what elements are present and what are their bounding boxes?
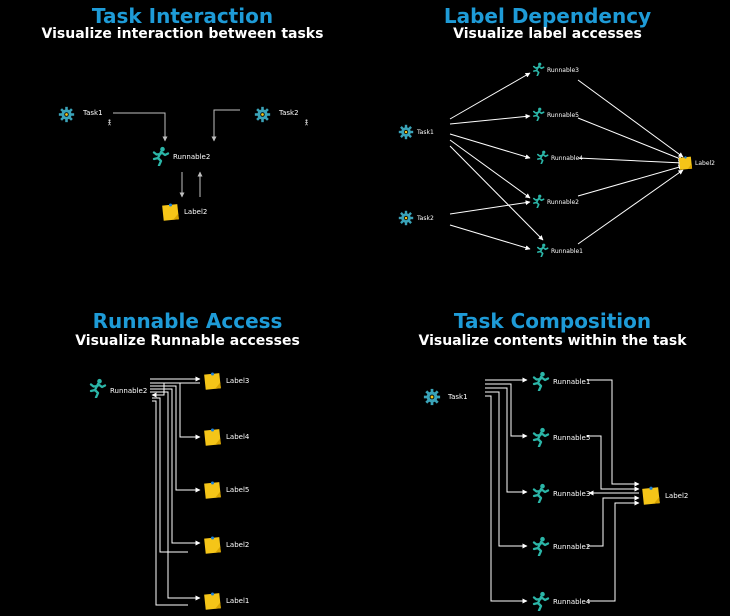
running-person-icon[interactable]	[532, 107, 545, 121]
edge-runnable1-label2	[587, 379, 640, 487]
node-label5[interactable]: Label5	[226, 486, 249, 494]
sticky-note-icon[interactable]	[204, 536, 221, 554]
node-runnable3[interactable]: Runnable3	[553, 490, 590, 498]
edge-runnable3-label2	[577, 79, 684, 158]
sticky-note-icon[interactable]	[678, 156, 693, 170]
task-interaction-diagram: Task1 Task2 Runnable2 Label2	[58, 106, 309, 221]
edge-task1-runnable2	[449, 139, 531, 199]
edge-runnable4-label2	[577, 157, 684, 166]
edge-task1-runnable3	[485, 387, 528, 495]
running-person-icon[interactable]	[536, 150, 549, 164]
small-person-icon	[107, 119, 112, 126]
panel-title: Task Interaction	[91, 4, 274, 28]
node-runnable1[interactable]: Runnable1	[553, 378, 590, 386]
node-runnable5[interactable]: Runnable5	[553, 434, 590, 442]
running-person-icon[interactable]	[532, 591, 550, 611]
panel-title: Runnable Access	[92, 309, 283, 333]
gear-icon[interactable]	[58, 106, 75, 123]
edge-task1-runnable2	[485, 391, 528, 549]
node-label2[interactable]: Label2	[226, 541, 249, 549]
running-person-icon[interactable]	[152, 146, 170, 166]
panel-subtitle: Visualize contents within the task	[418, 333, 687, 349]
edge-task1-runnable5	[485, 383, 528, 439]
gear-icon[interactable]	[398, 124, 414, 140]
node-task1[interactable]: Task1	[416, 129, 434, 136]
node-label4[interactable]: Label4	[226, 433, 250, 441]
node-label2[interactable]: Label2	[695, 160, 715, 167]
node-runnable3[interactable]: Runnable3	[547, 67, 579, 74]
running-person-icon[interactable]	[532, 536, 550, 556]
edge-runnable5-label2	[587, 435, 640, 492]
edge-runnable2-label2	[577, 164, 684, 197]
node-runnable1[interactable]: Runnable1	[551, 248, 583, 255]
edge-runnable2-label1	[150, 391, 201, 601]
edge-task1-runnable2	[113, 112, 168, 142]
panel-title: Label Dependency	[443, 4, 652, 28]
gear-icon[interactable]	[254, 106, 271, 123]
node-label2[interactable]: Label2	[665, 492, 688, 500]
node-label2[interactable]: Label2	[184, 208, 207, 216]
small-person-icon	[304, 119, 309, 126]
edge-task1-runnable4	[485, 395, 528, 604]
node-task1[interactable]: Task1	[82, 109, 103, 117]
node-task1[interactable]: Task1	[447, 393, 468, 401]
edge-task1-runnable4	[449, 133, 531, 160]
node-task2[interactable]: Task2	[278, 109, 299, 117]
sticky-note-icon[interactable]	[204, 592, 221, 610]
node-runnable2[interactable]: Runnable2	[553, 543, 590, 551]
running-person-icon[interactable]	[532, 371, 550, 391]
node-label1[interactable]: Label1	[226, 597, 249, 605]
task-composition-diagram: Task1 Runnable1 Runnable5 Runnable3 Runn…	[423, 371, 688, 611]
panel-task-composition: Task Composition Visualize contents with…	[375, 300, 730, 616]
sticky-note-icon[interactable]	[204, 372, 221, 390]
edge-runnable4-label2	[587, 500, 640, 602]
edge-runnable2-label2	[587, 495, 640, 547]
edge-task2-runnable2	[211, 109, 240, 142]
panel-subtitle: Visualize label accesses	[453, 26, 642, 42]
label-dependency-diagram: Task1 Task2 Runnable3 Runnable5 Runnable…	[398, 62, 715, 257]
running-person-icon[interactable]	[532, 194, 545, 208]
panel-title: Task Composition	[453, 309, 652, 333]
sticky-note-icon[interactable]	[204, 481, 221, 499]
panel-runnable-access: Runnable Access Visualize Runnable acces…	[0, 300, 375, 616]
node-runnable2[interactable]: Runnable2	[110, 387, 147, 395]
edge-runnable2-label2	[150, 388, 201, 546]
node-runnable4[interactable]: Runnable4	[553, 598, 591, 606]
gear-icon[interactable]	[398, 210, 414, 226]
node-runnable5[interactable]: Runnable5	[547, 112, 579, 119]
node-runnable2[interactable]: Runnable2	[173, 153, 210, 161]
edge-label1-runnable2	[152, 400, 188, 606]
runnable-access-diagram: Runnable2 Label3 Label4 Label5 Label2 La…	[89, 372, 250, 610]
edge-label2-runnable2	[152, 397, 188, 553]
running-person-icon[interactable]	[532, 62, 545, 76]
sticky-note-icon[interactable]	[642, 486, 660, 505]
edge-runnable5-label2	[577, 117, 684, 161]
edge-task2-runnable1	[449, 224, 531, 251]
node-label3[interactable]: Label3	[226, 377, 249, 385]
panel-subtitle: Visualize Runnable accesses	[75, 333, 300, 349]
edge-task1-runnable3	[449, 72, 531, 120]
node-task2[interactable]: Task2	[416, 215, 434, 222]
edge-task1-runnable1	[449, 145, 544, 241]
running-person-icon[interactable]	[536, 243, 549, 257]
panel-task-interaction: Task Interaction Visualize interaction b…	[0, 0, 365, 300]
edge-task1-runnable5	[449, 113, 531, 125]
edge-runnable2-label4	[150, 382, 201, 440]
running-person-icon[interactable]	[89, 378, 107, 398]
running-person-icon[interactable]	[532, 483, 550, 503]
node-runnable2[interactable]: Runnable2	[547, 199, 579, 206]
panel-subtitle: Visualize interaction between tasks	[41, 26, 324, 42]
node-runnable4[interactable]: Runnable4	[551, 155, 583, 162]
gear-icon[interactable]	[423, 388, 441, 406]
edge-runnable2-label5	[150, 385, 201, 493]
panel-label-dependency: Label Dependency Visualize label accesse…	[365, 0, 730, 300]
sticky-note-icon[interactable]	[204, 428, 221, 446]
running-person-icon[interactable]	[532, 427, 550, 447]
edge-task2-runnable2	[449, 200, 531, 215]
edge-runnable1-label2	[577, 169, 684, 245]
edge-label3-runnable2	[151, 382, 200, 398]
sticky-note-icon[interactable]	[162, 203, 179, 221]
